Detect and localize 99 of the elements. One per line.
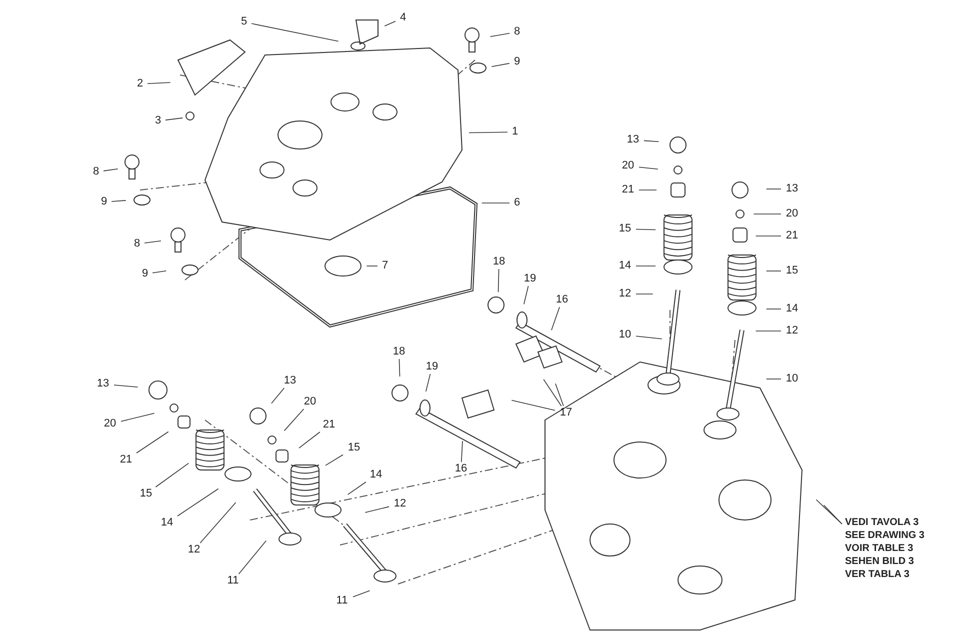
- callout-number: 16: [556, 294, 568, 306]
- leader-line: [251, 23, 339, 42]
- callout-number: 21: [622, 184, 634, 196]
- leader-line: [136, 431, 169, 454]
- leader-line: [823, 504, 842, 524]
- callout-number: 12: [786, 324, 798, 338]
- callout-number: 14: [786, 302, 798, 316]
- callout-number: 5: [240, 16, 248, 28]
- leader-line: [298, 432, 320, 448]
- callout-number: 14: [370, 468, 382, 482]
- reference-note: SEHEN BILD 3: [845, 555, 915, 568]
- callout-number: 13: [626, 134, 640, 146]
- leader-line: [766, 270, 782, 272]
- callout-number: 21: [786, 230, 798, 242]
- leader-line: [238, 540, 266, 574]
- callout-number: 9: [100, 196, 108, 208]
- leader-line: [766, 378, 782, 380]
- leader-line: [816, 499, 842, 524]
- leader-line: [636, 228, 656, 230]
- callout-number: 15: [786, 264, 798, 278]
- leader-line: [144, 240, 162, 244]
- callout-number: 9: [514, 56, 520, 68]
- callout-number: 16: [454, 462, 468, 476]
- leader-line: [511, 400, 556, 411]
- leader-line: [543, 379, 562, 406]
- leader-line: [460, 440, 463, 462]
- callout-number: 20: [786, 208, 798, 220]
- leader-line: [165, 118, 184, 120]
- callout-number: 13: [284, 374, 296, 388]
- callout-number: 8: [514, 26, 520, 38]
- leader-line: [468, 132, 508, 134]
- leader-line: [325, 454, 344, 466]
- leader-line: [551, 306, 560, 330]
- callout-number: 15: [140, 488, 152, 500]
- reference-note: VER TABLA 3: [845, 568, 910, 581]
- callout-number: 15: [348, 442, 360, 454]
- leader-line: [425, 374, 431, 392]
- callout-number: 21: [120, 454, 132, 466]
- leader-line: [644, 140, 660, 142]
- leader-line: [398, 358, 400, 377]
- leader-line: [766, 308, 782, 310]
- callout-number: 19: [524, 272, 536, 286]
- leader-line: [147, 82, 171, 84]
- callout-number: 13: [786, 182, 798, 196]
- leader-line: [120, 412, 155, 422]
- leader-line: [755, 330, 782, 332]
- callout-number: 20: [104, 418, 116, 430]
- callout-number: 10: [618, 328, 632, 342]
- leader-line: [491, 62, 510, 67]
- leader-line: [524, 286, 529, 305]
- reference-note: VOIR TABLE 3: [845, 542, 914, 555]
- callout-number: 6: [514, 196, 520, 210]
- callout-number: 19: [426, 360, 438, 374]
- callout-number: 3: [154, 114, 162, 128]
- callout-number: 21: [322, 418, 336, 432]
- leader-line: [555, 383, 564, 406]
- callout-number: 18: [392, 346, 406, 358]
- callout-number: 20: [622, 160, 634, 172]
- callout-number: 12: [394, 498, 406, 510]
- leader-line: [152, 270, 167, 274]
- leader-line: [111, 200, 126, 202]
- leader-line: [636, 336, 662, 340]
- leader-line: [364, 506, 390, 513]
- callout-number: 11: [227, 574, 239, 588]
- leader-line: [114, 384, 138, 388]
- leader-line: [352, 590, 370, 598]
- callout-number: 17: [560, 406, 572, 420]
- callout-number: 12: [618, 288, 632, 300]
- leader-line: [155, 462, 190, 488]
- leader-line: [347, 482, 366, 495]
- callout-number: 12: [188, 544, 200, 556]
- leader-line: [490, 32, 510, 37]
- callout-number: 8: [134, 238, 140, 250]
- leader-line: [284, 408, 304, 432]
- reference-note: SEE DRAWING 3: [845, 529, 924, 542]
- callout-number: 20: [304, 396, 316, 408]
- leader-line: [498, 268, 500, 292]
- callout-number: 13: [96, 378, 110, 390]
- leader-line: [384, 20, 396, 26]
- leader-line: [200, 502, 236, 544]
- callout-number: 1: [512, 126, 518, 138]
- callout-number: 14: [618, 260, 632, 272]
- callout-number: 2: [136, 78, 144, 90]
- callout-number: 15: [618, 222, 632, 236]
- leader-line: [481, 202, 510, 204]
- leader-line: [103, 168, 118, 172]
- callout-number: 9: [142, 268, 148, 280]
- callout-number: 14: [160, 516, 174, 530]
- callout-number: 4: [400, 12, 406, 24]
- leader-line: [766, 188, 782, 190]
- callout-number: 8: [92, 166, 100, 178]
- reference-note: VEDI TAVOLA 3: [845, 516, 920, 529]
- callout-number: 18: [492, 256, 506, 268]
- leader-line: [638, 166, 658, 170]
- leader-line: [177, 488, 219, 516]
- callout-number: 11: [336, 594, 348, 608]
- callout-number: 7: [382, 260, 388, 272]
- callout-number: 10: [786, 372, 798, 386]
- leader-line: [271, 388, 285, 404]
